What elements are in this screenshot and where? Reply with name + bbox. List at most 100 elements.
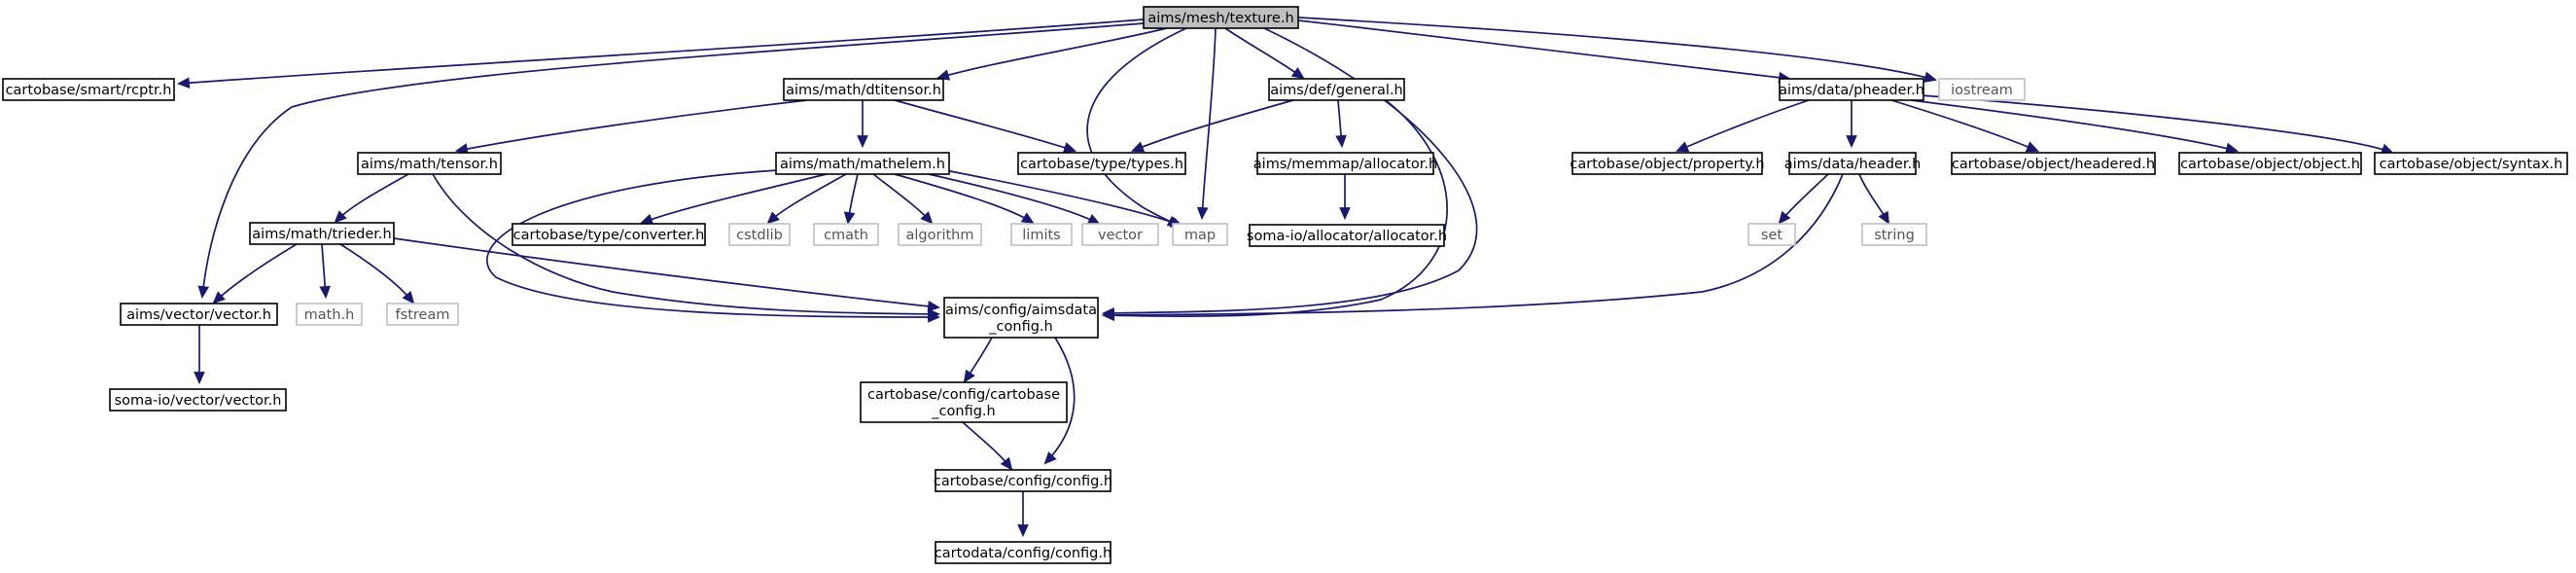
node-headered[interactable]: cartobase/object/headered.h (1951, 152, 2156, 175)
node-box (1010, 223, 1073, 246)
edge-root-to-aimsvector (197, 22, 1145, 300)
node-object[interactable]: cartobase/object/object.h (2178, 152, 2362, 175)
edge-trieder-to-fstream (339, 243, 415, 304)
arrowhead (2225, 142, 2240, 155)
node-label: string (1874, 228, 1915, 243)
node-types[interactable]: cartobase/type/types.h (1017, 152, 1186, 175)
node-pheader[interactable]: aims/data/pheader.h (1779, 78, 1924, 101)
node-box (120, 303, 278, 326)
node-cartodata[interactable]: cartodata/config/config.h (935, 541, 1112, 564)
node-box (728, 223, 791, 246)
node-map[interactable]: map (1172, 223, 1228, 246)
node-box (1081, 223, 1159, 246)
arrowhead (1778, 210, 1791, 225)
node-header[interactable]: aims/data/header.h (1784, 152, 1922, 175)
node-box (1788, 152, 1917, 175)
node-vector[interactable]: vector (1081, 223, 1159, 246)
node-string[interactable]: string (1861, 223, 1927, 246)
node-box (2178, 152, 2362, 175)
arrowhead (402, 290, 415, 304)
node-trieder[interactable]: aims/math/trieder.h (249, 222, 395, 245)
node-cartobasecfg[interactable]: cartobase/config/cartobase_config.h (860, 381, 1068, 423)
node-label: aims/data/header.h (1784, 157, 1922, 172)
node-rcptr[interactable]: cartobase/smart/rcptr.h (2, 78, 175, 101)
edge-root-to-map (1086, 27, 1187, 227)
arrowhead (194, 372, 205, 385)
node-label: iostream (1951, 83, 2013, 98)
edge-header-to-set (1778, 173, 1829, 225)
node-config[interactable]: cartobase/config/config.h (934, 469, 1112, 492)
edge-tensor-to-aimsdata (432, 173, 941, 320)
edge-allocator-to-somaalloc (1339, 174, 1351, 221)
node-label: aims/math/mathelem.h (780, 157, 945, 172)
node-box (1249, 224, 1445, 247)
arrowhead (1290, 66, 1305, 80)
node-label: limits (1022, 228, 1060, 243)
node-label: aims/math/trieder.h (252, 227, 391, 242)
node-box (1143, 6, 1299, 29)
edge-mathelem-to-cstdlib (766, 173, 847, 225)
arrowhead (920, 211, 934, 225)
node-box (249, 222, 395, 245)
arrowhead (334, 210, 347, 224)
node-box (1172, 223, 1228, 246)
arrowhead (1196, 206, 1209, 221)
node-aimsdata[interactable]: aims/config/aimsdata_config.h (943, 297, 1099, 339)
node-fstream[interactable]: fstream (386, 303, 459, 326)
node-dtitensor[interactable]: aims/math/dtitensor.h (783, 78, 944, 101)
arrowhead (963, 369, 975, 383)
edge-root-to-iostream (1297, 17, 1938, 83)
edge-mathelem-to-map (944, 169, 1183, 228)
arrowhead (857, 135, 868, 149)
node-mathelem[interactable]: aims/math/mathelem.h (775, 152, 950, 175)
arrowhead (640, 213, 654, 225)
edge-mathelem-to-aimsdata (486, 169, 941, 323)
node-syntax[interactable]: cartobase/object/syntax.h (2374, 152, 2568, 175)
node-mathh[interactable]: math.h (296, 303, 363, 326)
arrowhead (1339, 207, 1351, 221)
edge-header-to-aimsdata (1101, 173, 1844, 321)
edge-mathelem-to-cmath (843, 173, 859, 226)
node-box (2374, 152, 2568, 175)
node-root[interactable]: aims/mesh/texture.h (1143, 6, 1299, 29)
node-aimsvector[interactable]: aims/vector/vector.h (120, 303, 278, 326)
node-somaalloc[interactable]: soma-io/allocator/allocator.h (1247, 224, 1447, 247)
node-tensor[interactable]: aims/math/tensor.h (357, 152, 502, 175)
node-property[interactable]: cartobase/object/property.h (1570, 152, 1765, 175)
node-box (935, 541, 1112, 564)
node-box (943, 297, 1099, 339)
edge-general-to-allocator (1335, 99, 1347, 149)
node-cstdlib[interactable]: cstdlib (728, 223, 791, 246)
node-label: math.h (304, 307, 355, 323)
edge-aimsvector-to-somavector (194, 325, 205, 385)
node-allocator[interactable]: aims/memmap/allocator.h (1253, 152, 1437, 175)
node-label: aims/data/pheader.h (1779, 83, 1924, 98)
edge-cartobasecfg-to-config (962, 421, 1013, 471)
node-label: _config.h (988, 319, 1052, 335)
node-cmath[interactable]: cmath (813, 223, 879, 246)
node-label: aims/math/dtitensor.h (786, 83, 941, 98)
node-box (935, 469, 1112, 492)
node-somavector[interactable]: soma-io/vector/vector.h (109, 388, 287, 412)
node-general[interactable]: aims/def/general.h (1268, 78, 1405, 101)
node-box (1256, 152, 1434, 175)
arrowhead (1101, 309, 1114, 321)
arrowhead (176, 77, 191, 90)
edge-root-to-general (1224, 27, 1305, 80)
edge-root-to-rcptr (176, 18, 1145, 90)
node-label: cartobase/object/object.h (2180, 157, 2360, 172)
arrowhead (927, 301, 941, 312)
arrowhead (1043, 451, 1057, 465)
arrowhead (2025, 141, 2039, 153)
node-box (1951, 152, 2156, 175)
edge-dtitensor-to-mathelem (857, 100, 868, 149)
node-limits[interactable]: limits (1010, 223, 1073, 246)
node-label: cartobase/config/cartobase (867, 387, 1060, 403)
arrowhead (1086, 213, 1101, 225)
node-label: cartodata/config/config.h (935, 546, 1112, 561)
node-algorithm[interactable]: algorithm (898, 223, 982, 246)
node-set[interactable]: set (1747, 223, 1796, 246)
node-label: cartobase/object/headered.h (1952, 157, 2155, 172)
node-iostream[interactable]: iostream (1938, 78, 2026, 101)
node-converter[interactable]: cartobase/type/converter.h (512, 223, 706, 246)
